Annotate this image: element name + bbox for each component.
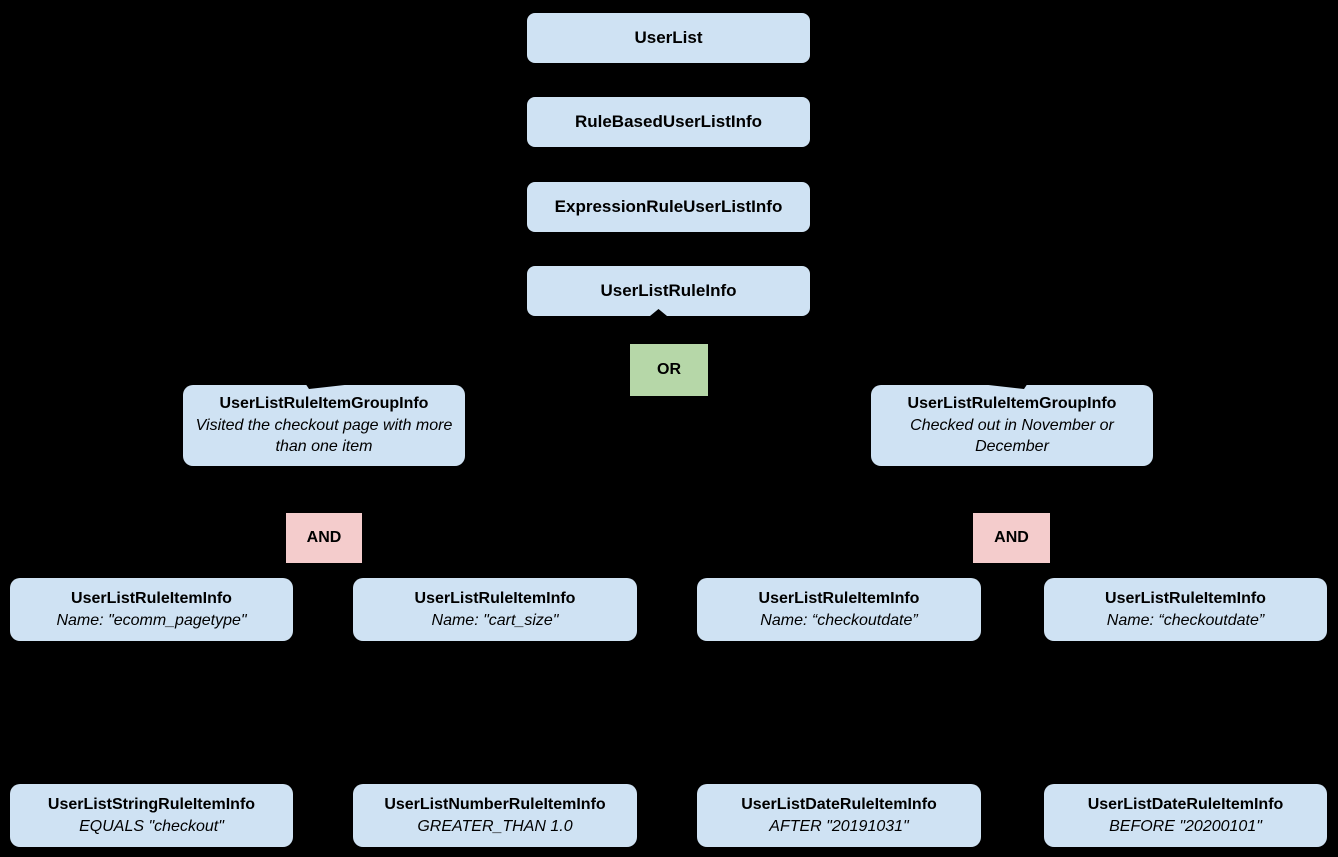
node-ruleitem-checkoutdate-1: UserListRuleItemInfo Name: “checkoutdate… bbox=[697, 578, 981, 641]
or-operator-box: OR bbox=[630, 344, 708, 396]
node-expressionruleuserlistinfo: ExpressionRuleUserListInfo bbox=[527, 182, 810, 232]
node-userlistruleinfo: UserListRuleInfo bbox=[527, 266, 810, 316]
node-userlist: UserList bbox=[527, 13, 810, 63]
node-label: UserListRuleItemGroupInfo bbox=[907, 395, 1117, 413]
node-ruleitem-ecomm-pagetype: UserListRuleItemInfo Name: "ecomm_pagety… bbox=[10, 578, 293, 641]
node-detail: BEFORE "20200101" bbox=[1109, 817, 1262, 835]
node-ruleitemgroup-left: UserListRuleItemGroupInfo Visited the ch… bbox=[183, 385, 465, 466]
node-detail: Name: “checkoutdate” bbox=[1106, 611, 1265, 629]
node-label: UserListDateRuleItemInfo bbox=[1087, 795, 1284, 813]
node-rulebaseduserlistinfo: RuleBasedUserListInfo bbox=[527, 97, 810, 147]
node-label: UserListRuleItemGroupInfo bbox=[219, 395, 429, 413]
node-ruleitemgroup-right: UserListRuleItemGroupInfo Checked out in… bbox=[871, 385, 1153, 466]
node-label: RuleBasedUserListInfo bbox=[574, 111, 763, 131]
node-detail: AFTER "20191031" bbox=[769, 817, 909, 835]
connector-arrowhead-icon bbox=[650, 309, 667, 316]
node-detail: Name: "cart_size" bbox=[431, 611, 559, 629]
node-label: UserListRuleItemInfo bbox=[414, 589, 576, 607]
node-label: UserListStringRuleItemInfo bbox=[47, 795, 256, 813]
node-detail: GREATER_THAN 1.0 bbox=[417, 817, 573, 835]
node-stringruleitem-equals-checkout: UserListStringRuleItemInfo EQUALS "check… bbox=[10, 784, 293, 847]
node-dateruleitem-before: UserListDateRuleItemInfo BEFORE "2020010… bbox=[1044, 784, 1327, 847]
node-label: UserListDateRuleItemInfo bbox=[741, 795, 937, 813]
node-dateruleitem-after: UserListDateRuleItemInfo AFTER "20191031… bbox=[697, 784, 981, 847]
node-label: UserListRuleItemInfo bbox=[71, 589, 232, 607]
node-label: UserListRuleItemInfo bbox=[1105, 589, 1266, 607]
and-operator-box-right: AND bbox=[973, 513, 1050, 563]
node-detail: Name: “checkoutdate” bbox=[760, 611, 918, 629]
node-detail: Name: "ecomm_pagetype" bbox=[56, 611, 247, 629]
node-label: UserList bbox=[634, 27, 703, 47]
node-label: ExpressionRuleUserListInfo bbox=[554, 196, 783, 216]
node-detail: EQUALS "checkout" bbox=[79, 817, 224, 835]
node-description: Visited the checkout page with more than… bbox=[195, 416, 453, 456]
node-ruleitem-cart-size: UserListRuleItemInfo Name: "cart_size" bbox=[353, 578, 637, 641]
and-operator-box-left: AND bbox=[286, 513, 362, 563]
node-numberruleitem-greater-than: UserListNumberRuleItemInfo GREATER_THAN … bbox=[353, 784, 637, 847]
node-label: UserListRuleItemInfo bbox=[758, 589, 920, 607]
node-label: UserListRuleInfo bbox=[600, 280, 737, 300]
node-label: UserListNumberRuleItemInfo bbox=[384, 795, 606, 813]
node-ruleitem-checkoutdate-2: UserListRuleItemInfo Name: “checkoutdate… bbox=[1044, 578, 1327, 641]
node-description: Checked out in November or December bbox=[910, 416, 1114, 456]
